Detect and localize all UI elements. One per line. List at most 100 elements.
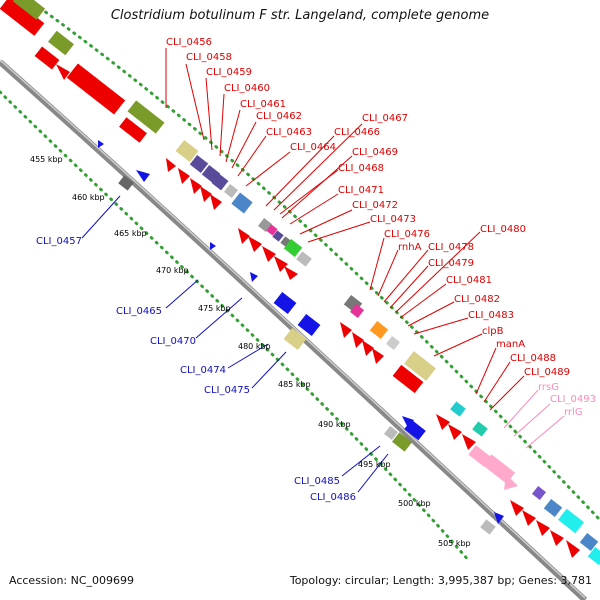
gene-feature[interactable]	[118, 175, 134, 191]
gene-feature[interactable]	[383, 425, 399, 441]
gene-feature[interactable]	[223, 183, 239, 199]
gene-feature[interactable]	[274, 256, 288, 272]
gene-feature[interactable]	[272, 230, 284, 242]
gene-label[interactable]: CLI_0483	[468, 310, 514, 321]
gene-feature[interactable]	[349, 303, 365, 319]
rna-feature[interactable]	[468, 445, 492, 467]
gene-feature[interactable]	[166, 158, 176, 172]
gene-feature[interactable]	[283, 238, 303, 258]
gene-feature[interactable]	[579, 532, 599, 552]
gene-feature[interactable]	[56, 64, 70, 80]
gene-feature[interactable]	[404, 351, 436, 381]
gene-feature[interactable]	[340, 322, 352, 338]
gene-feature[interactable]	[402, 416, 414, 428]
gene-feature[interactable]	[119, 117, 147, 143]
gene-feature[interactable]	[12, 0, 46, 20]
gene-feature[interactable]	[66, 63, 126, 115]
gene-label[interactable]: CLI_0482	[454, 294, 500, 305]
rna-feature[interactable]	[504, 474, 518, 490]
gene-label[interactable]: CLI_0488	[510, 353, 556, 364]
gene-label[interactable]: CLI_0469	[352, 147, 398, 158]
gene-feature[interactable]	[392, 432, 412, 452]
gene-label[interactable]: rnhA	[398, 242, 422, 253]
gene-label[interactable]: CLI_0462	[256, 111, 302, 122]
gene-label[interactable]: CLI_0476	[384, 229, 430, 240]
gene-feature[interactable]	[472, 421, 488, 437]
gene-label[interactable]: CLI_0463	[266, 127, 312, 138]
gene-label[interactable]: CLI_0465	[116, 306, 162, 317]
gene-label[interactable]: CLI_0475	[204, 385, 250, 396]
gene-label[interactable]: CLI_0489	[524, 367, 570, 378]
gene-feature[interactable]	[436, 414, 450, 430]
gene-feature[interactable]	[550, 530, 564, 546]
gene-feature[interactable]	[566, 540, 580, 558]
gene-feature[interactable]	[297, 313, 321, 337]
gene-feature[interactable]	[262, 246, 276, 262]
gene-feature[interactable]	[231, 192, 253, 214]
gene-feature[interactable]	[450, 401, 466, 417]
gene-feature[interactable]	[494, 512, 504, 524]
gene-feature[interactable]	[448, 424, 462, 440]
gene-feature[interactable]	[238, 228, 250, 244]
gene-label[interactable]: CLI_0473	[370, 214, 416, 225]
gene-label[interactable]: CLI_0457	[36, 236, 82, 247]
gene-feature[interactable]	[296, 251, 312, 267]
rna-label[interactable]: rrlG	[564, 407, 583, 418]
gene-label[interactable]: CLI_0467	[362, 113, 408, 124]
gene-feature[interactable]	[250, 272, 258, 282]
gene-label[interactable]: CLI_0478	[428, 242, 474, 253]
gene-label[interactable]: CLI_0474	[180, 365, 226, 376]
gene-label[interactable]: CLI_0481	[446, 275, 492, 286]
gene-feature[interactable]	[362, 340, 374, 356]
gene-feature[interactable]	[283, 327, 307, 351]
gene-feature[interactable]	[48, 30, 74, 56]
gene-feature[interactable]	[404, 419, 426, 441]
gene-feature[interactable]	[284, 266, 298, 280]
gene-label[interactable]: CLI_0468	[338, 163, 384, 174]
gene-label[interactable]: CLI_0471	[338, 185, 384, 196]
gene-label[interactable]: CLI_0472	[352, 200, 398, 211]
gene-feature[interactable]	[266, 224, 278, 236]
gene-label[interactable]: CLI_0459	[206, 67, 252, 78]
gene-feature[interactable]	[543, 498, 563, 518]
gene-feature[interactable]	[522, 510, 536, 526]
gene-feature[interactable]	[189, 154, 209, 174]
gene-feature[interactable]	[98, 140, 104, 148]
gene-label[interactable]: CLI_0470	[150, 336, 196, 347]
gene-feature[interactable]	[462, 434, 476, 450]
gene-label[interactable]: CLI_0466	[334, 127, 380, 138]
gene-feature[interactable]	[34, 46, 60, 70]
gene-label[interactable]: manA	[496, 339, 525, 350]
gene-feature[interactable]	[127, 100, 165, 134]
gene-feature[interactable]	[210, 194, 222, 210]
gene-feature[interactable]	[531, 485, 547, 501]
gene-feature[interactable]	[480, 519, 496, 535]
gene-feature[interactable]	[392, 364, 424, 394]
rna-label[interactable]: rrsG	[538, 382, 559, 393]
gene-feature[interactable]	[248, 236, 262, 252]
gene-feature[interactable]	[587, 546, 600, 566]
gene-label[interactable]: CLI_0461	[240, 99, 286, 110]
gene-feature[interactable]	[175, 139, 199, 163]
gene-feature[interactable]	[510, 500, 524, 516]
gene-feature[interactable]	[385, 335, 401, 351]
gene-label[interactable]: CLI_0464	[290, 142, 336, 153]
gene-feature[interactable]	[558, 508, 584, 534]
gene-feature[interactable]	[136, 170, 150, 182]
gene-feature[interactable]	[190, 178, 202, 194]
gene-feature[interactable]	[369, 320, 389, 340]
gene-label[interactable]: CLI_0456	[166, 37, 212, 48]
gene-label[interactable]: CLI_0485	[294, 476, 340, 487]
gene-feature[interactable]	[372, 348, 384, 364]
rna-label[interactable]: CLI_0493	[550, 394, 596, 405]
gene-label[interactable]: CLI_0460	[224, 83, 270, 94]
gene-label[interactable]: CLI_0458	[186, 52, 232, 63]
gene-label[interactable]: clpB	[482, 326, 504, 337]
gene-feature[interactable]	[273, 291, 297, 315]
gene-label[interactable]: CLI_0480	[480, 224, 526, 235]
gene-feature[interactable]	[211, 173, 229, 191]
gene-label[interactable]: CLI_0479	[428, 258, 474, 269]
gene-feature[interactable]	[210, 242, 216, 250]
gene-feature[interactable]	[352, 332, 364, 348]
gene-feature[interactable]	[0, 0, 45, 36]
